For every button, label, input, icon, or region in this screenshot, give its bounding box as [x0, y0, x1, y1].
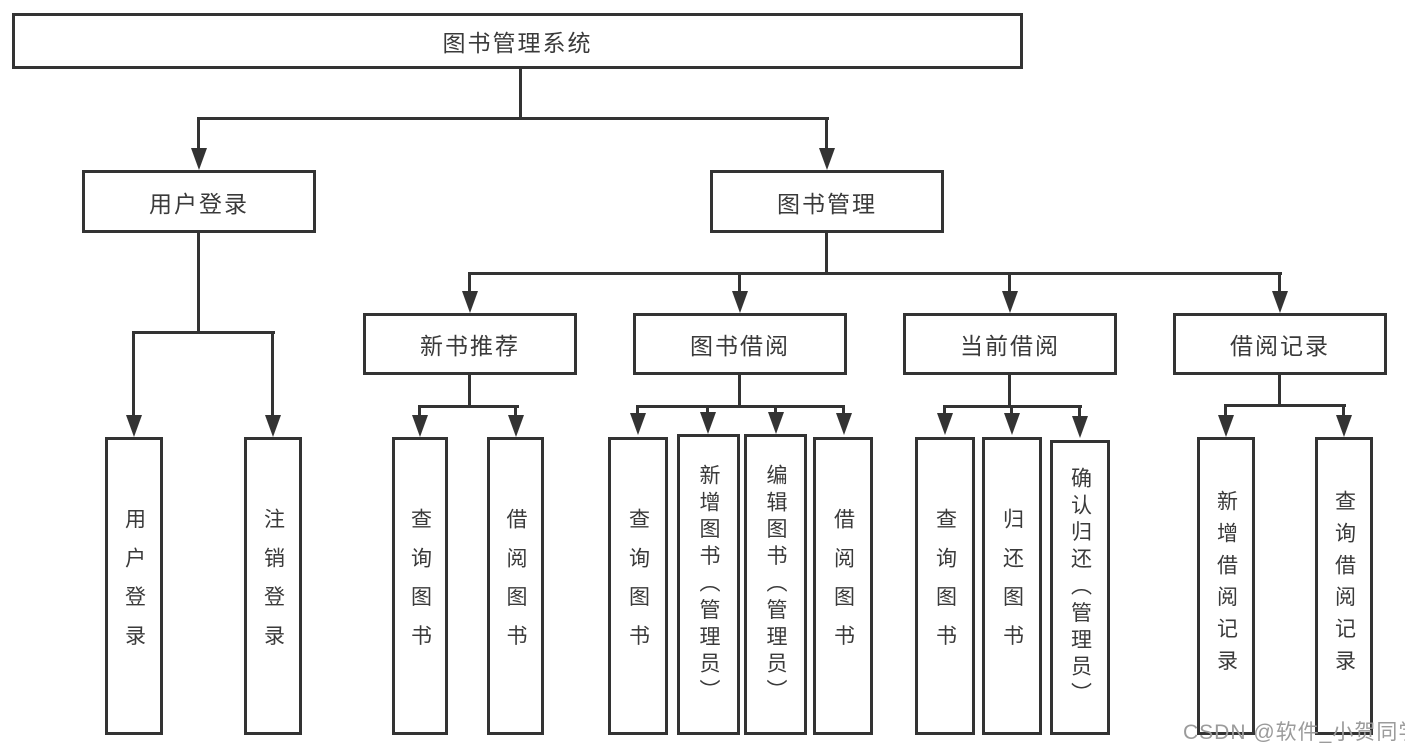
connector-userlogin-rail: [132, 331, 275, 334]
leaf-confirm-return-admin: 确认归还（管理员）: [1050, 440, 1110, 735]
node-book-borrowing: 图书借阅: [633, 313, 847, 375]
leaf-add-borrow-record: 新增借阅记录: [1197, 437, 1255, 735]
connector-newbook-stem: [468, 375, 471, 408]
node-new-book-recommend: 新书推荐: [363, 313, 577, 375]
leaf-borrow-books-2: 借阅图书: [813, 437, 873, 735]
arrow-query2: [630, 413, 646, 435]
arrow-add-book: [700, 412, 716, 434]
arrow-query-rec: [1336, 415, 1352, 437]
leaf-logout: 注销登录: [244, 437, 302, 735]
arrow-add-rec: [1218, 415, 1234, 437]
leaf-query-borrow-record: 查询借阅记录: [1315, 437, 1373, 735]
arrow-borrow2: [836, 413, 852, 435]
leaf-return-books: 归还图书: [982, 437, 1042, 735]
csdn-watermark: CSDN @软件_小贺同学: [1183, 721, 1405, 744]
arrow-borrow1: [508, 415, 524, 437]
connector-newbook-rail: [418, 405, 519, 408]
connector-bookborrow-rail: [636, 405, 845, 408]
connector-userlogin-stem: [197, 233, 200, 334]
connector-drop-new-book: [468, 272, 471, 292]
arrow-return: [1004, 413, 1020, 435]
arrow-book-mgmt: [819, 148, 835, 170]
connector-drop-user-login: [197, 117, 200, 150]
arrow-new-book: [462, 291, 478, 313]
connector-drop-leaf-login: [132, 331, 135, 416]
node-library-system: 图书管理系统: [12, 13, 1023, 69]
connector-drop-edit-book: [774, 405, 777, 417]
connector-borrowrec-stem: [1278, 375, 1281, 407]
arrow-cur-borrow: [1002, 291, 1018, 313]
arrow-edit-book: [768, 412, 784, 434]
arrow-leaf-login: [126, 415, 142, 437]
arrow-query3: [937, 413, 953, 435]
connector-drop-return: [1010, 405, 1013, 417]
leaf-add-book-admin: 新增图书（管理员）: [677, 434, 740, 735]
connector-drop-query-rec: [1342, 404, 1345, 416]
connector-borrowrec-rail: [1224, 404, 1346, 407]
node-book-management: 图书管理: [710, 170, 944, 233]
node-user-login: 用户登录: [82, 170, 316, 233]
connector-level2-rail: [197, 117, 829, 120]
connector-drop-leaf-logout: [271, 331, 274, 416]
connector-level3-rail: [468, 272, 1282, 275]
leaf-query-books-3: 查询图书: [915, 437, 975, 735]
leaf-borrow-books-1: 借阅图书: [487, 437, 544, 735]
arrow-book-borrow: [732, 291, 748, 313]
connector-bookborrow-stem: [738, 375, 741, 408]
node-current-borrowing: 当前借阅: [903, 313, 1117, 375]
arrow-user-login: [191, 148, 207, 170]
connector-root-stem: [519, 69, 522, 119]
connector-drop-query1: [418, 405, 421, 417]
leaf-query-books-2: 查询图书: [608, 437, 668, 735]
connector-drop-cur-borrow: [1008, 272, 1011, 292]
connector-drop-book-borrow: [738, 272, 741, 292]
arrow-borrow-rec: [1272, 291, 1288, 313]
connector-drop-borrow-rec: [1278, 272, 1281, 292]
connector-drop-add-rec: [1224, 404, 1227, 416]
connector-drop-query2: [636, 405, 639, 417]
connector-drop-book-mgmt: [825, 117, 828, 150]
connector-drop-add-book: [706, 405, 709, 417]
node-borrowing-records: 借阅记录: [1173, 313, 1387, 375]
connector-drop-borrow2: [842, 405, 845, 417]
arrow-confirm: [1072, 416, 1088, 438]
connector-bookmgmt-stem: [825, 233, 828, 274]
connector-drop-query3: [943, 405, 946, 417]
connector-curborrow-stem: [1008, 375, 1011, 408]
leaf-edit-book-admin: 编辑图书（管理员）: [744, 434, 807, 735]
connector-drop-borrow1: [514, 405, 517, 417]
arrow-query1: [412, 415, 428, 437]
leaf-query-books-1: 查询图书: [392, 437, 448, 735]
leaf-user-login: 用户登录: [105, 437, 163, 735]
arrow-leaf-logout: [265, 415, 281, 437]
connector-drop-confirm: [1078, 405, 1081, 417]
